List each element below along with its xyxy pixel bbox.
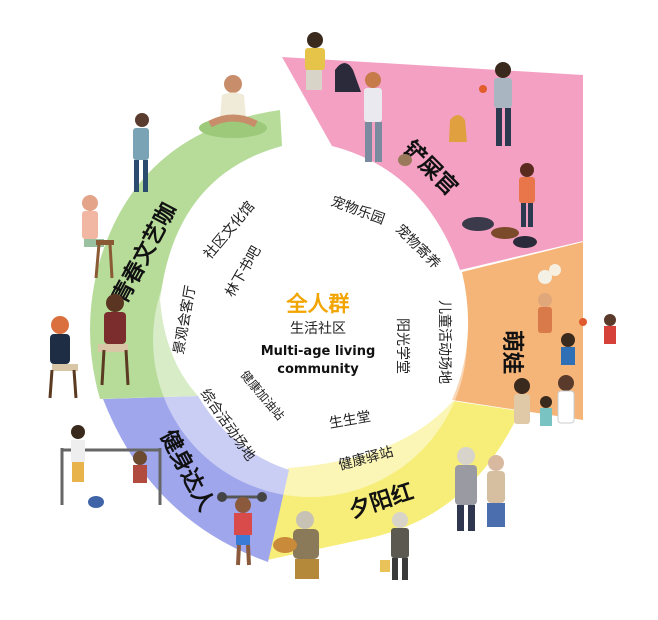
center-glow [185,205,435,455]
facility-sunshine-school: 阳光学堂 [394,318,410,374]
weightlifter-icon [217,492,267,566]
kids-playing-icon [514,293,616,426]
woman-with-dog-icon [364,72,467,166]
dog-pack-walker-icon [462,163,537,248]
center-english-line2: community [277,362,359,377]
pullup-person-icon [60,425,162,508]
phone-user-icon [133,113,149,192]
musician-icon [273,511,319,579]
dog-walker-icon [305,32,361,92]
elderly-couple-icon [455,447,505,531]
segment-artsy [90,110,282,399]
couple-with-ball-icon [479,62,512,146]
facility-shengsheng-hall: 生生堂 [328,409,372,432]
center-english-line1: Multi-age living [261,344,376,359]
reader-on-stool-icon [82,195,114,279]
elderly-walker-icon [380,512,409,580]
segment-kids [452,242,583,420]
label-kids: 萌娃 [499,330,524,374]
facility-kids-playground: 儿童活动场地 [436,300,453,384]
balloons-icon [538,264,561,284]
yoga-person-icon [199,75,267,138]
reading-couple-icon [48,294,130,399]
center-title: 全人群 [286,292,350,316]
segment-seniors [267,401,520,560]
center-subtitle: 生活社区 [290,321,346,337]
